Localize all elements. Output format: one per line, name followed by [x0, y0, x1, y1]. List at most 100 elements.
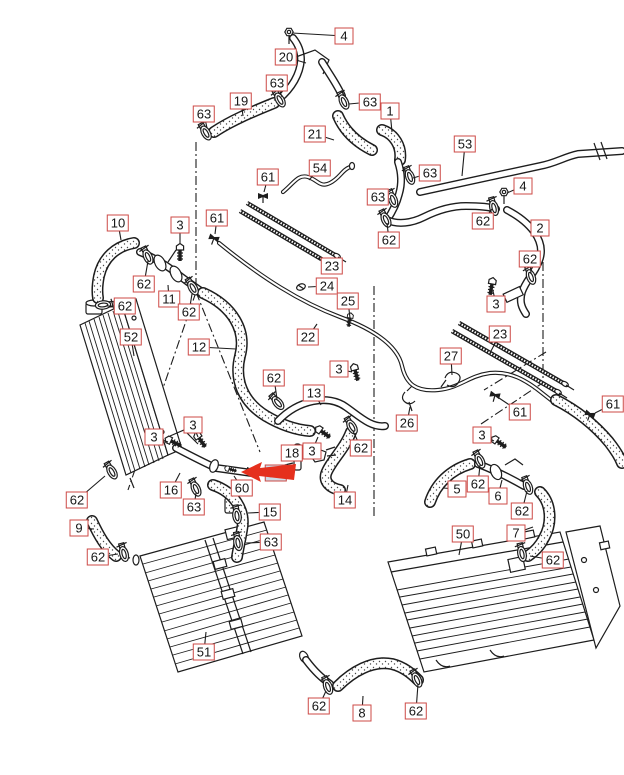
nut-icon [499, 187, 509, 197]
bolt-icon [174, 241, 186, 263]
part-label-2[interactable]: 2 [530, 219, 550, 237]
part-label-16[interactable]: 16 [159, 481, 183, 499]
part-label-61[interactable]: 61 [508, 403, 532, 421]
part-24-clip [296, 283, 306, 291]
part-label-62[interactable]: 62 [404, 702, 428, 720]
hose-14 [319, 426, 357, 496]
pipe-54 [280, 161, 356, 195]
part-label-3[interactable]: 3 [170, 216, 190, 234]
part-label-11[interactable]: 11 [158, 290, 180, 308]
part-label-52[interactable]: 52 [119, 328, 143, 346]
part-label-7[interactable]: 7 [506, 524, 526, 542]
part-label-62[interactable]: 62 [349, 439, 373, 457]
part-label-62[interactable]: 62 [471, 212, 495, 230]
part-label-61[interactable]: 61 [256, 168, 280, 186]
part-label-26[interactable]: 26 [395, 414, 419, 432]
part-label-62[interactable]: 62 [377, 231, 401, 249]
part-label-14[interactable]: 14 [333, 491, 357, 509]
pipe-20 [275, 34, 346, 103]
part-label-62[interactable]: 62 [113, 297, 137, 315]
part-label-60[interactable]: 60 [230, 479, 254, 497]
part-label-62[interactable]: 62 [262, 369, 286, 387]
pipe-53 [416, 141, 624, 196]
bolt-icon [484, 275, 499, 298]
part-label-25[interactable]: 25 [336, 292, 360, 310]
part-label-51[interactable]: 51 [192, 643, 216, 661]
part-label-3[interactable]: 3 [302, 442, 322, 460]
nuts [284, 27, 509, 204]
part-label-50[interactable]: 50 [451, 525, 475, 543]
part-label-53[interactable]: 53 [453, 135, 477, 153]
part-label-4[interactable]: 4 [513, 177, 533, 195]
part-label-17-highlighted[interactable]: 17 [264, 464, 288, 482]
part-label-62[interactable]: 62 [132, 275, 156, 293]
part-label-6[interactable]: 6 [488, 487, 508, 505]
part-label-23[interactable]: 23 [320, 257, 344, 275]
part-label-23[interactable]: 23 [488, 325, 512, 343]
part-label-3[interactable]: 3 [183, 416, 203, 434]
part-label-20[interactable]: 20 [274, 48, 298, 66]
part-label-15[interactable]: 15 [258, 503, 282, 521]
nut-icon [284, 27, 294, 37]
part-label-63[interactable]: 63 [265, 74, 289, 92]
part-label-62[interactable]: 62 [466, 475, 490, 493]
part-label-9[interactable]: 9 [69, 519, 89, 537]
part-label-61[interactable]: 61 [601, 395, 624, 413]
hose-right-end [550, 394, 624, 469]
radiator-51 [121, 497, 334, 688]
part-label-12[interactable]: 12 [187, 338, 211, 356]
clamp-icon [101, 459, 122, 482]
part-label-62[interactable]: 62 [65, 491, 89, 509]
part-label-63[interactable]: 63 [259, 533, 283, 551]
bolt-icon [487, 432, 510, 452]
part-label-4[interactable]: 4 [334, 27, 354, 45]
part-label-63[interactable]: 63 [192, 105, 216, 123]
hose-10 [91, 237, 140, 304]
hose-19 [208, 97, 280, 138]
hose-9 [86, 515, 122, 562]
part-label-62[interactable]: 62 [86, 548, 110, 566]
part-label-13[interactable]: 13 [302, 384, 326, 402]
part-label-63[interactable]: 63 [182, 498, 206, 516]
part-label-62[interactable]: 62 [177, 303, 201, 321]
part-label-3[interactable]: 3 [329, 360, 349, 378]
part-label-5[interactable]: 5 [447, 480, 467, 498]
outlet-pipe-assembly [383, 158, 500, 227]
part-label-63[interactable]: 63 [358, 93, 382, 111]
hose-12 [197, 287, 316, 437]
part-label-27[interactable]: 27 [439, 347, 463, 365]
part-label-22[interactable]: 22 [296, 328, 320, 346]
part-label-18[interactable]: 18 [280, 444, 304, 462]
part-label-8[interactable]: 8 [352, 704, 372, 722]
part-label-63[interactable]: 63 [366, 188, 390, 206]
connector-61-icon [257, 192, 269, 204]
part-label-19[interactable]: 19 [229, 92, 253, 110]
part-27-clip [440, 371, 461, 388]
part-label-54[interactable]: 54 [308, 159, 332, 177]
part-label-1[interactable]: 1 [380, 102, 400, 120]
pipe-22 [216, 240, 559, 407]
part-label-10[interactable]: 10 [106, 214, 130, 232]
part-label-62[interactable]: 62 [518, 250, 542, 268]
radiator-52 [79, 298, 183, 489]
part-1-elbow [376, 124, 407, 166]
hose-21 [332, 110, 378, 156]
radiator-50 [387, 525, 621, 673]
part-label-21[interactable]: 21 [303, 125, 327, 143]
part-label-24[interactable]: 24 [315, 277, 339, 295]
part-26-hanger [401, 385, 416, 412]
part-label-3[interactable]: 3 [144, 428, 164, 446]
part-label-61[interactable]: 61 [205, 209, 229, 227]
bolt-icon [311, 422, 334, 442]
part-label-62[interactable]: 62 [541, 551, 565, 569]
part-label-62[interactable]: 62 [307, 697, 331, 715]
part-label-62[interactable]: 62 [510, 502, 534, 520]
connector-61-icon [487, 390, 502, 404]
part-label-63[interactable]: 63 [418, 164, 442, 182]
bracket-16 [169, 429, 294, 477]
part-label-3[interactable]: 3 [486, 295, 506, 313]
hose-13 [274, 396, 389, 431]
part-label-3[interactable]: 3 [472, 426, 492, 444]
